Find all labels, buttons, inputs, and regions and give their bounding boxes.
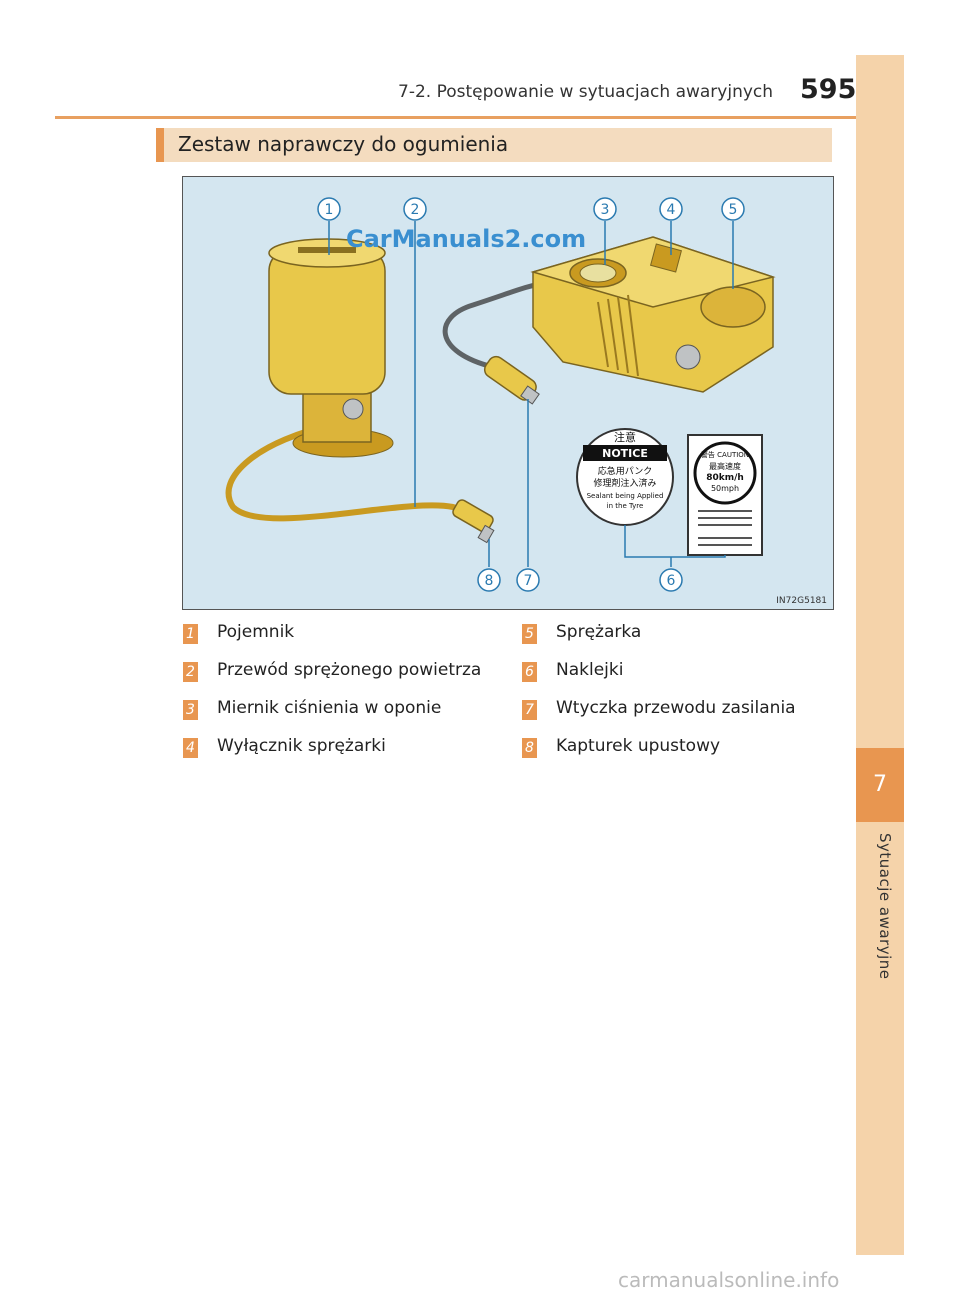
- footer-watermark: carmanualsonline.info: [618, 1268, 840, 1292]
- legend-label-7: Wtyczka przewodu zasilania: [556, 698, 796, 718]
- section-title-bar: Zestaw naprawczy do ogumienia: [156, 128, 832, 162]
- sticker-notice-top: 注意: [614, 430, 636, 444]
- sticker-notice-en1: Sealant being Applied: [587, 492, 664, 500]
- header-divider: [55, 116, 856, 119]
- callout-3: 3: [593, 197, 617, 221]
- callout-3-label: 3: [601, 202, 610, 218]
- legend-number-6: 6: [522, 662, 537, 682]
- callout-leader-lines: [328, 221, 734, 567]
- page-number: 595: [800, 74, 857, 105]
- legend-label-1: Pojemnik: [217, 622, 295, 642]
- callout-7-label: 7: [524, 573, 533, 589]
- legend-number-3: 3: [183, 700, 198, 720]
- callout-4-label: 4: [667, 202, 676, 218]
- chapter-number: 7: [856, 748, 904, 822]
- legend-label-8: Kapturek upustowy: [556, 736, 721, 756]
- callout-2-label: 2: [411, 202, 420, 218]
- callout-2: 2: [403, 197, 427, 221]
- legend-number-2: 2: [183, 662, 198, 682]
- sticker-notice-jp2: 修理剤注入済み: [593, 477, 656, 489]
- callout-8: 8: [477, 568, 501, 592]
- section-title: Zestaw naprawczy do ogumienia: [178, 132, 509, 156]
- illustration-svg: 注意 NOTICE 応急用パンク 修理剤注入済み Sealant being A…: [225, 197, 827, 606]
- sticker-notice-label: NOTICE: [602, 447, 648, 460]
- chapter-side-tab: 7 Sytuacje awaryjne: [856, 55, 904, 1255]
- callout-5-label: 5: [729, 202, 738, 218]
- legend-label-3: Miernik ciśnienia w oponie: [217, 698, 442, 718]
- repair-kit-illustration: 注意 NOTICE 応急用パンク 修理剤注入済み Sealant being A…: [182, 176, 834, 610]
- sticker-caution-speed2: 80km/h: [706, 473, 744, 483]
- sticker-notice-jp1: 応急用パンク: [598, 465, 652, 477]
- sticker-caution-header: 警告 CAUTION: [701, 450, 749, 459]
- legend-number-7: 7: [522, 700, 537, 720]
- hose-valve: [452, 499, 495, 544]
- legend-number-4: 4: [183, 738, 198, 758]
- callout-1-label: 1: [325, 202, 334, 218]
- callout-5: 5: [721, 197, 745, 221]
- legend-label-6: Naklejki: [556, 660, 624, 680]
- legend-label-5: Sprężarka: [556, 622, 642, 642]
- sticker-caution-speed3: 50mph: [711, 484, 739, 493]
- sealant-bottle: [268, 238, 394, 458]
- sticker-caution: 警告 CAUTION 最高速度 80km/h 50mph: [687, 434, 763, 556]
- callout-7: 7: [516, 568, 540, 592]
- legend-label-4: Wyłącznik sprężarki: [217, 736, 386, 756]
- legend-number-8: 8: [522, 738, 537, 758]
- power-plug: [483, 355, 540, 405]
- legend-number-1: 1: [183, 624, 198, 644]
- callout-4: 4: [659, 197, 683, 221]
- sticker-notice: 注意 NOTICE 応急用パンク 修理剤注入済み Sealant being A…: [576, 428, 674, 526]
- sticker-notice-en2: in the Tyre: [607, 502, 644, 510]
- figure-watermark: CarManuals2.com: [346, 225, 586, 253]
- chapter-title: Sytuacje awaryjne: [876, 833, 894, 980]
- header-section-title: 7-2. Postępowanie w sytuacjach awaryjnyc…: [398, 82, 774, 102]
- legend-number-5: 5: [522, 624, 537, 644]
- callout-8-label: 8: [485, 573, 494, 589]
- callout-6: 6: [659, 568, 683, 592]
- sticker-caution-speed1: 最高速度: [709, 461, 741, 471]
- callout-6-label: 6: [667, 573, 676, 589]
- power-cable: [442, 279, 549, 370]
- figure-code: IN72G5181: [776, 596, 827, 606]
- legend-label-2: Przewód sprężonego powietrza: [217, 660, 482, 680]
- callout-1: 1: [317, 197, 341, 221]
- compressor: [530, 236, 776, 393]
